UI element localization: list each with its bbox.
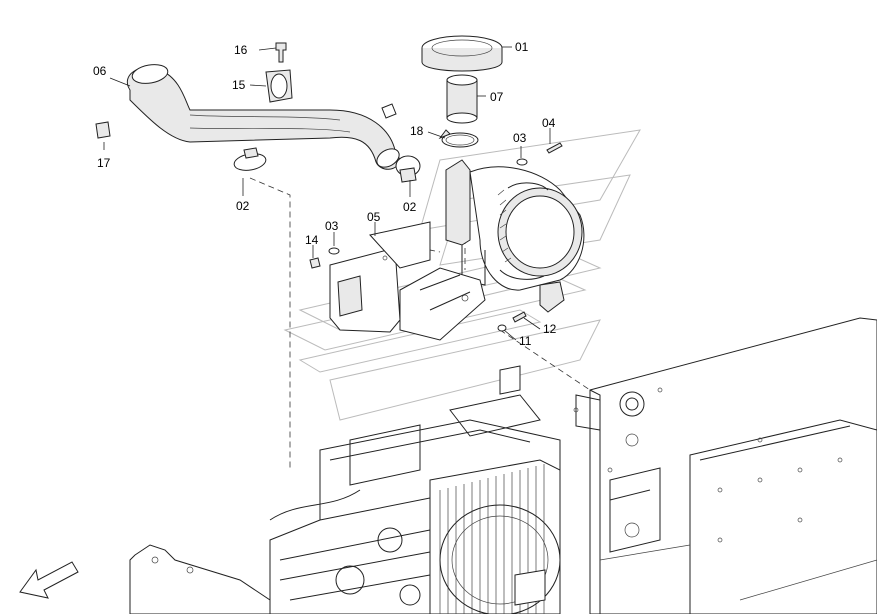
callout-16: 16 xyxy=(234,43,248,57)
bolt-04 xyxy=(546,142,563,154)
air-filter-cap xyxy=(421,35,503,72)
hose-clamp-18 xyxy=(438,129,479,148)
callout-17: 17 xyxy=(97,156,111,170)
hose-clamp-02-left xyxy=(233,147,267,171)
callout-05: 05 xyxy=(367,210,381,224)
callout-04: 04 xyxy=(542,116,556,130)
screw-16 xyxy=(275,42,287,63)
leader-lines xyxy=(103,46,551,341)
callout-01: 01 xyxy=(515,40,529,54)
callout-06: 06 xyxy=(93,64,107,78)
washer-03-bracket xyxy=(328,247,340,255)
bracket-15 xyxy=(265,69,293,103)
callout-15: 15 xyxy=(232,78,246,92)
washer-11 xyxy=(497,324,507,332)
clip-17 xyxy=(95,121,111,139)
bolt-12 xyxy=(512,311,527,323)
callout-18: 18 xyxy=(410,124,424,138)
callout-02-left: 02 xyxy=(236,199,250,213)
left-frame-panel xyxy=(129,544,271,614)
radiator-fins xyxy=(439,464,545,614)
engine-assembly xyxy=(269,365,561,614)
callout-02-right: 02 xyxy=(403,200,417,214)
callout-14: 14 xyxy=(305,233,319,247)
callout-11: 11 xyxy=(519,334,532,348)
callout-07: 07 xyxy=(490,90,504,104)
washer-03-top xyxy=(516,158,528,166)
intake-hose xyxy=(127,64,401,170)
nut-14 xyxy=(309,257,321,269)
dust-valve xyxy=(446,74,478,124)
machine-frame xyxy=(573,317,877,614)
hose-clamp-02-right xyxy=(395,155,421,183)
callout-03-top: 03 xyxy=(513,131,527,145)
air-filter-housing xyxy=(445,159,585,313)
mounting-bracket-05 xyxy=(329,221,486,341)
callout-03-bracket: 03 xyxy=(325,219,339,233)
callout-12: 12 xyxy=(543,322,557,336)
arrow-down-left-icon xyxy=(19,561,79,599)
callout-labels: 01 07 16 15 06 17 02 02 18 03 04 03 05 1… xyxy=(93,40,557,348)
